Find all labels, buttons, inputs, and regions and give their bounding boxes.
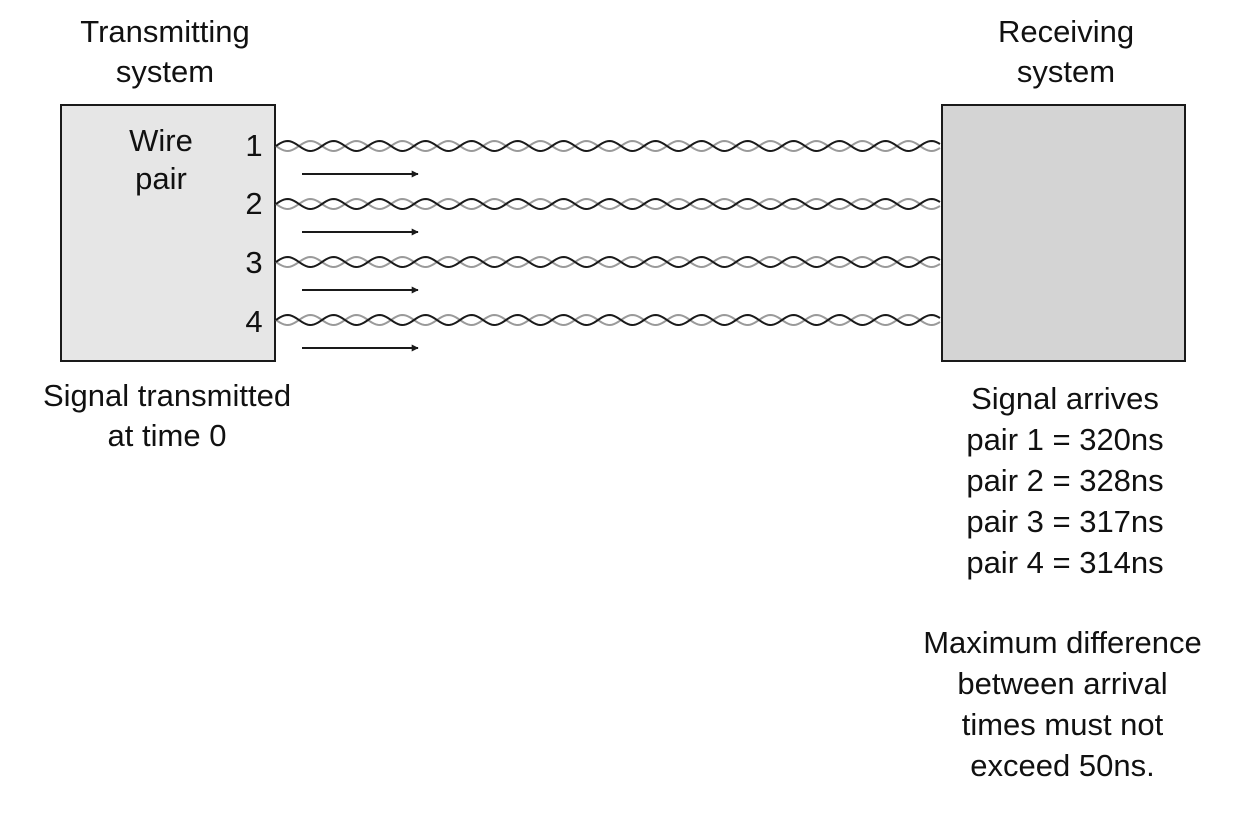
arrival-pair-4: pair 4 = 314ns xyxy=(966,545,1164,580)
transmitter-caption-line1: Signal transmitted xyxy=(42,378,292,413)
pair-number-1: 1 xyxy=(245,128,263,163)
pair-number-3: 3 xyxy=(245,245,263,280)
skew-note-line3: times must not xyxy=(961,707,1164,742)
wire-pair-label: Wire pair xyxy=(106,122,216,198)
wire-strand xyxy=(275,140,941,152)
skew-note-line2: between arrival xyxy=(957,666,1168,701)
wire-strand xyxy=(275,198,941,210)
receiver-title-line2: system xyxy=(1016,54,1116,89)
receiver-title-line1: Receiving xyxy=(997,14,1135,49)
wire-pair-label-line1: Wire xyxy=(129,123,193,158)
twisted-pair-icon xyxy=(275,256,941,268)
arrival-times: Signal arrives pair 1 = 320ns pair 2 = 3… xyxy=(930,378,1200,583)
wire-strand xyxy=(275,256,941,268)
transmitter-title: Transmitting system xyxy=(40,12,290,92)
twisted-pair-icon xyxy=(275,140,941,152)
transmitter-caption: Signal transmitted at time 0 xyxy=(12,376,322,456)
wire-strand xyxy=(275,140,941,152)
arrival-pair-2: pair 2 = 328ns xyxy=(966,463,1164,498)
twisted-pair-icon xyxy=(275,314,941,326)
arrival-pair-1: pair 1 = 320ns xyxy=(966,422,1164,457)
receiver-title: Receiving system xyxy=(966,12,1166,92)
skew-note-line4: exceed 50ns. xyxy=(970,748,1155,783)
pair-number-2: 2 xyxy=(245,186,263,221)
wire-strand xyxy=(275,256,941,268)
skew-note-line1: Maximum difference xyxy=(923,625,1202,660)
arrivals-heading: Signal arrives xyxy=(971,381,1159,416)
wire-strand xyxy=(275,198,941,210)
wire-strand xyxy=(275,314,941,326)
arrival-pair-3: pair 3 = 317ns xyxy=(966,504,1164,539)
twisted-pair-icon xyxy=(275,198,941,210)
wire-pair-label-line2: pair xyxy=(135,161,187,196)
transmitter-title-line2: system xyxy=(115,54,215,89)
transmitter-title-line1: Transmitting xyxy=(80,14,250,49)
transmitter-box: Wire pair 1 2 3 4 xyxy=(60,104,276,362)
wire-strand xyxy=(275,314,941,326)
transmitter-caption-line2: at time 0 xyxy=(107,418,227,453)
receiver-box xyxy=(941,104,1186,362)
pair-number-4: 4 xyxy=(245,304,263,339)
skew-note: Maximum difference between arrival times… xyxy=(895,622,1230,786)
